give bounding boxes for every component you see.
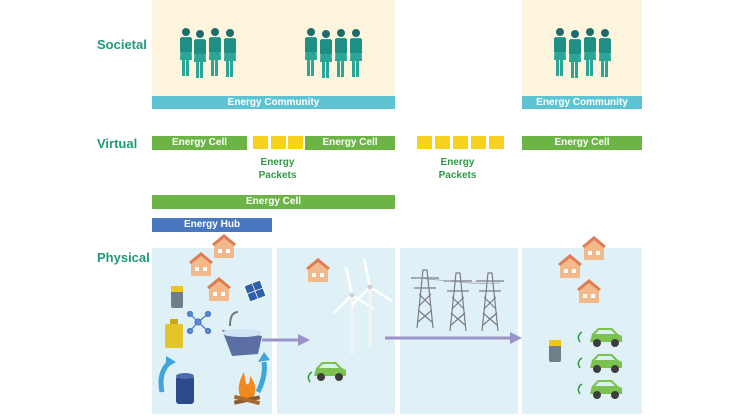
house-icon [189,252,213,276]
house-icon [577,279,601,303]
fire-icon [233,372,261,406]
energy-community-band-left: Energy Community [152,96,395,109]
energy-cell-band-left: Energy Cell [152,136,247,150]
energy-packet [453,136,468,149]
oil-barrel-icon [176,373,194,404]
network-node-icon [186,310,212,335]
house-icon [558,254,582,278]
physical-panel-community [522,248,642,414]
energy-packets-label-right: Energy Packets [438,157,477,181]
energy-packets-label-left: Energy Packets [258,157,297,181]
energy-packet [489,136,504,149]
battery-icon [171,286,183,308]
energy-cell-band-middle: Energy Cell [305,136,395,150]
energy-hub-band: Energy Hub [152,218,272,232]
energy-packet [288,136,303,149]
energy-packet [253,136,268,149]
bathtub-icon [222,311,262,356]
electric-car-icon [590,380,622,399]
electric-car-icon [314,362,346,381]
physical-panel-wind [277,248,395,414]
house-icon [306,258,330,282]
fuel-can-icon [165,319,183,348]
energy-packet [471,136,486,149]
societal-panel-right [522,0,642,96]
energy-packet [435,136,450,149]
energy-community-band-right: Energy Community [522,96,642,109]
solar-panel-icon [243,279,267,303]
house-icon [207,277,231,301]
house-icon [582,236,606,260]
electric-car-icon [590,354,622,373]
energy-packet [271,136,286,149]
energy-packet [417,136,432,149]
electric-car-icon [590,328,622,347]
physical-panel-grid [400,248,518,414]
layer-label-physical: Physical [97,250,150,265]
energy-cell-band-wide: Energy Cell [152,195,395,209]
layer-label-virtual: Virtual [97,136,138,151]
layer-label-societal: Societal [97,37,147,52]
power-pylon-icon [475,272,505,332]
house-icon [212,234,236,258]
battery-icon [549,340,561,362]
energy-cell-band-right: Energy Cell [522,136,642,150]
wind-turbine-icon [350,257,394,349]
